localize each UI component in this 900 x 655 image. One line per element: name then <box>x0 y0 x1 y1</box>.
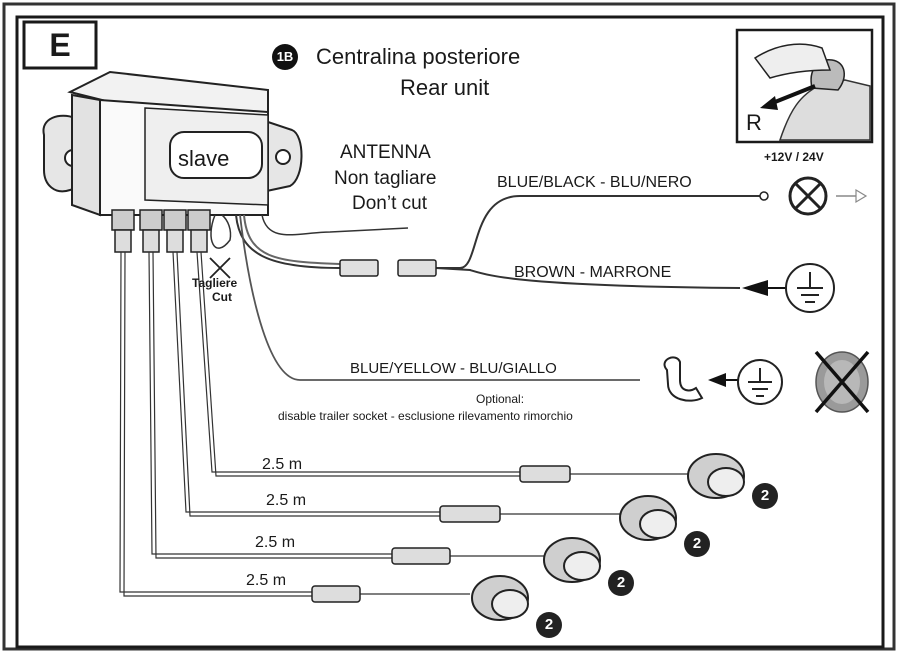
sensor-cable-3b <box>152 251 392 559</box>
unit-side <box>71 93 101 217</box>
blue-yellow-wire-label: BLUE/YELLOW - BLU/GIALLO <box>350 360 557 377</box>
sensor-number-badge: 2 <box>684 531 710 557</box>
gear-shift-inset <box>735 28 874 144</box>
antenna-note-it: Non tagliare <box>334 168 437 189</box>
connector-socket-2 <box>139 209 163 231</box>
antenna-note-en: Don’t cut <box>352 193 427 214</box>
title-english: Rear unit <box>400 75 490 100</box>
parking-sensor-4 <box>471 575 529 621</box>
cable-length-label: 2.5 m <box>266 492 307 509</box>
antenna-title: ANTENNA <box>340 142 431 163</box>
harness-connector <box>339 259 437 277</box>
inline-connectors <box>311 465 571 603</box>
plug-4 <box>190 229 208 253</box>
cut-label-it: Tagliere <box>192 276 238 290</box>
inline-connector-2 <box>439 505 501 523</box>
sensor-cable-2 <box>172 251 440 513</box>
connector-socket-4 <box>187 209 211 231</box>
antenna-wire <box>261 214 409 236</box>
gear-reverse-label: R <box>746 110 762 135</box>
sensor-cable-4b <box>123 251 312 597</box>
sensor-cables <box>119 251 690 597</box>
sensor-number-badge: 2 <box>608 570 634 596</box>
sensor-number-badge: 2 <box>752 483 778 509</box>
optional-label: Optional: <box>476 392 525 406</box>
title-italian: Centralina posteriore <box>316 44 521 69</box>
connector-socket-1 <box>111 209 135 231</box>
label-plate <box>169 131 263 179</box>
mount-hole-right <box>275 149 291 165</box>
lamp-icon <box>759 176 868 216</box>
inline-connector-1 <box>519 465 571 483</box>
cable-length-label: 2.5 m <box>246 572 287 589</box>
sensor-number-badge: 2 <box>536 612 562 638</box>
parking-sensors <box>471 453 745 621</box>
cut-wire <box>209 214 232 279</box>
hand-shape <box>753 43 832 79</box>
section-letter: E <box>49 27 71 63</box>
unit-label: slave <box>178 146 230 171</box>
inline-connector-4 <box>311 585 361 603</box>
parking-sensor-3 <box>543 537 601 583</box>
section-letter-box <box>22 20 98 70</box>
sensor-cable-1b <box>200 251 520 477</box>
cable-length-label: 2.5 m <box>262 456 303 473</box>
plug-2 <box>142 229 160 253</box>
voltage-label: +12V / 24V <box>764 150 824 164</box>
arrow-left-icon <box>742 280 768 296</box>
cable-length-label: 2.5 m <box>255 534 296 551</box>
parking-sensor-2 <box>619 495 677 541</box>
blue-black-wire <box>436 195 760 269</box>
blue-yellow-wire <box>239 214 640 381</box>
ground-icon <box>742 263 835 313</box>
control-unit <box>42 70 303 253</box>
connector-socket-3 <box>163 209 187 231</box>
arrow-head-icon <box>760 96 778 110</box>
plug-3 <box>166 229 184 253</box>
brown-wire <box>435 267 741 289</box>
parking-sensor-1 <box>687 453 745 499</box>
inner-frame <box>15 15 885 649</box>
sensor-cable-3 <box>148 251 392 555</box>
console-shape <box>778 79 871 141</box>
sensor-cable-2b <box>176 251 440 517</box>
step-badge: 1B <box>272 44 298 70</box>
inline-connector-3 <box>391 547 451 565</box>
blue-black-wire-label: BLUE/BLACK - BLU/NERO <box>497 174 692 191</box>
plug-1 <box>114 229 132 253</box>
power-harness <box>235 195 760 289</box>
cut-label-en: Cut <box>212 290 232 304</box>
arrow-shaft <box>769 84 816 106</box>
cut-cross-icon <box>209 257 231 279</box>
sensor-cable-4 <box>119 251 312 593</box>
brown-wire-label: BROWN - MARRONE <box>514 264 672 281</box>
ground-icon-optional <box>708 359 783 405</box>
optional-description: disable trailer socket - esclusione rile… <box>278 409 573 423</box>
trailer-socket-icon <box>663 356 704 402</box>
sensor-cable-1 <box>196 251 520 473</box>
crossed-out-icon <box>814 350 870 414</box>
